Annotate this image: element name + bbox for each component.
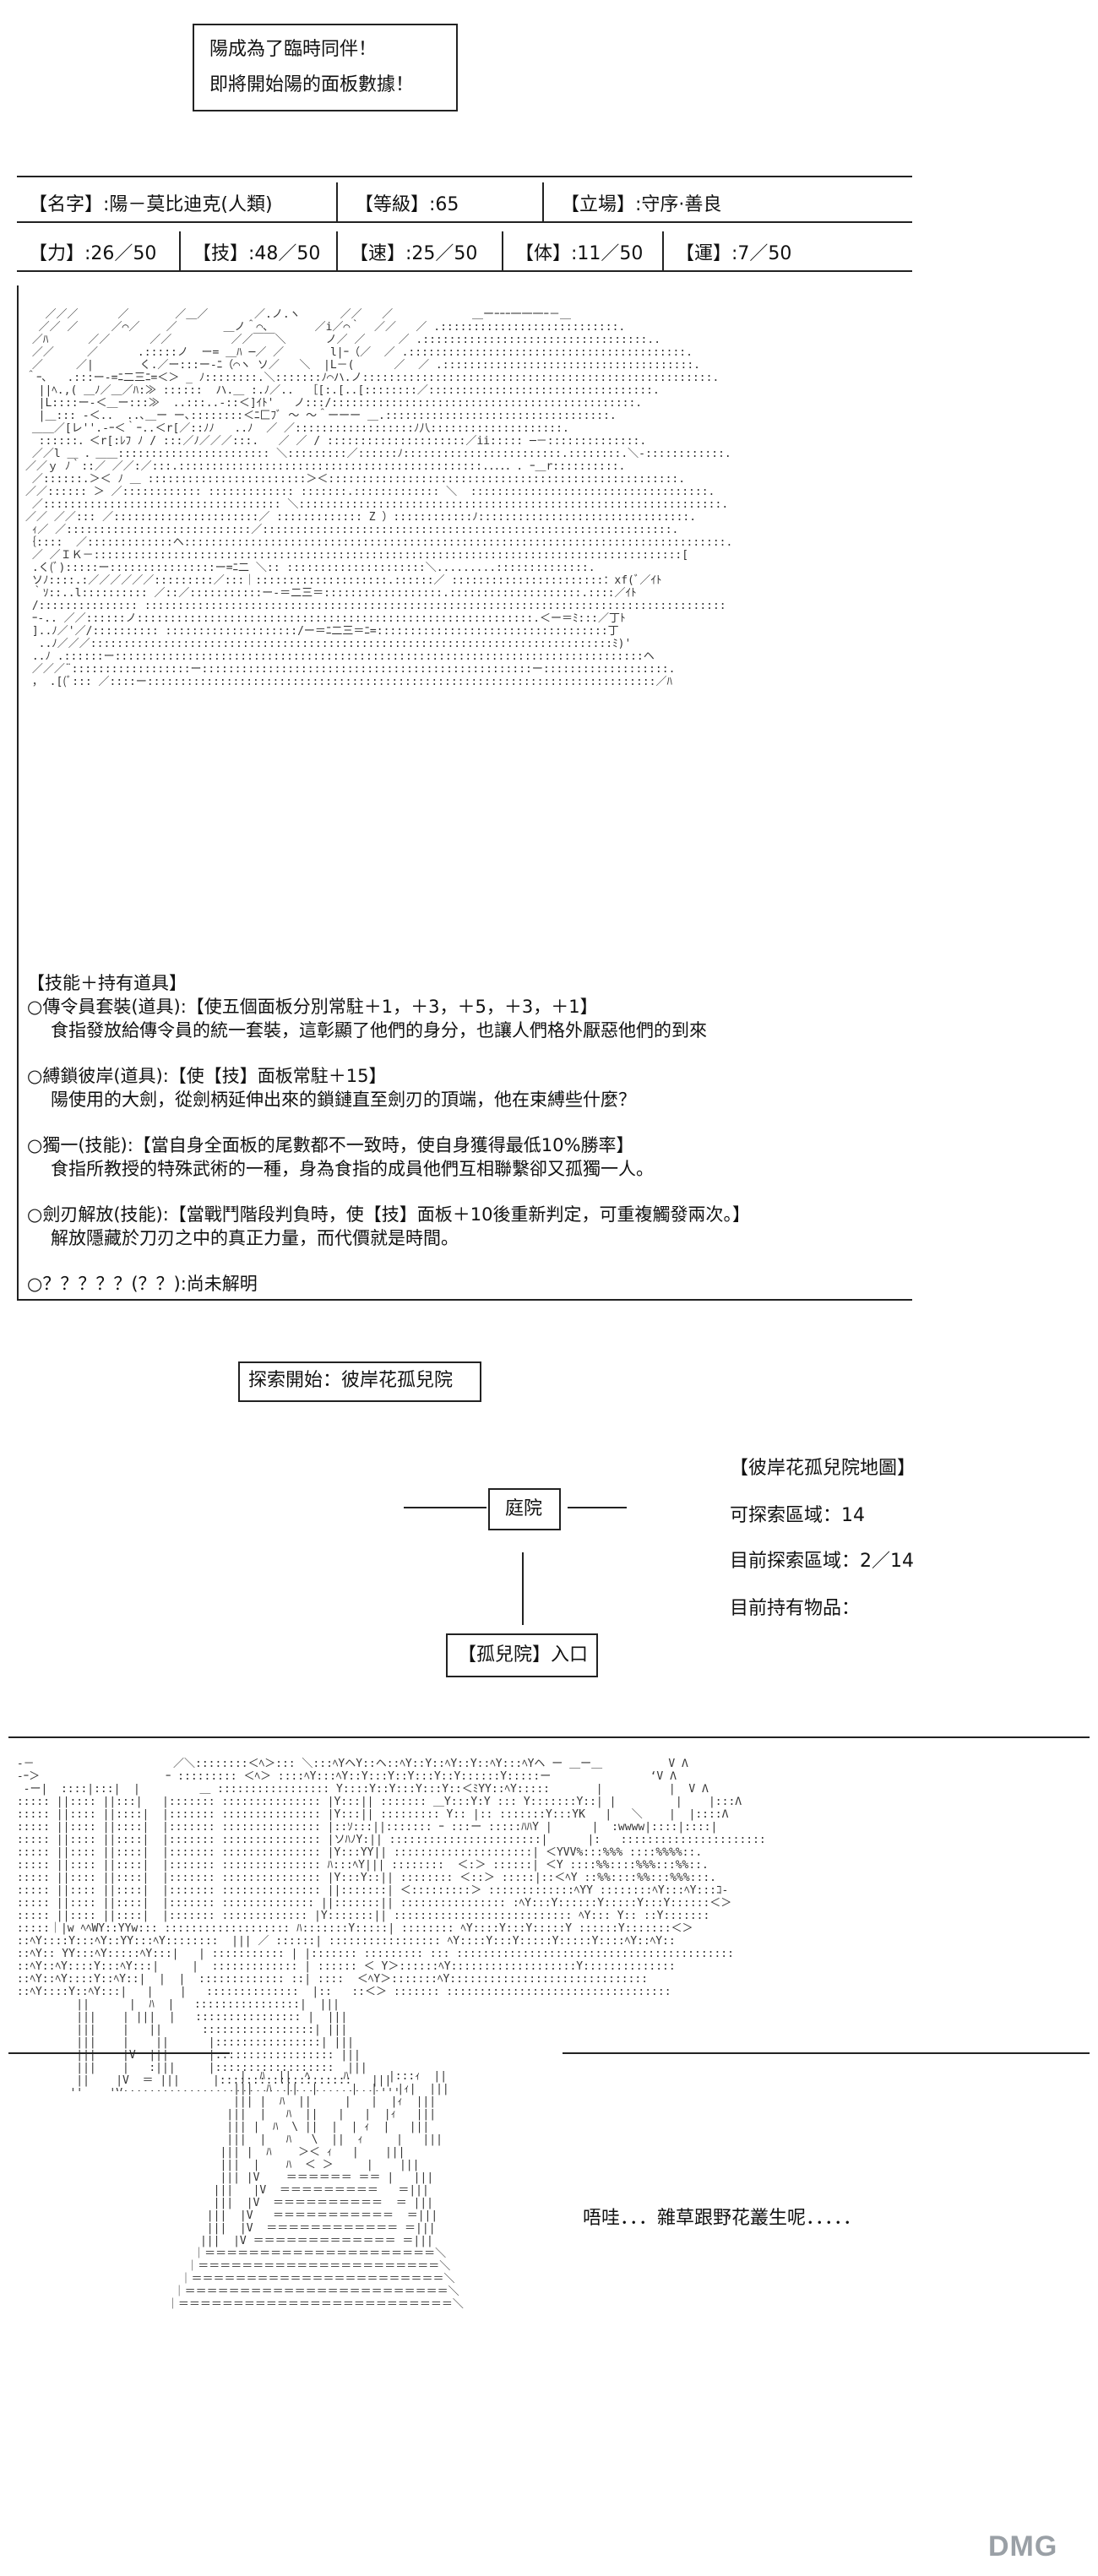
- skills-section: 【技能＋持有道具】 ○傳令員套裝(道具):【使五個面板分別常駐＋1，＋3，＋5，…: [27, 971, 914, 1296]
- skill-3-desc: 食指所教授的特殊武術的一種，身為食指的成員他們互相聯繫卻又孤獨一人。: [51, 1159, 654, 1179]
- profile-sep-2: [542, 182, 544, 221]
- character-ascii-art: ／／／ ／ ／＿／ ／.ノ.ヽ ／／ ／ ＿ーｰｰｰ一一一ｰ－＿ ／／ ／ ／⌒…: [25, 308, 733, 688]
- stat-speed: 【速】:25／50: [350, 243, 478, 264]
- map-info-items: 目前持有物品：: [730, 1598, 861, 1619]
- profile-sep-1: [336, 182, 338, 221]
- dialogue-line: 唔哇．．．雜草跟野花叢生呢．．．．．: [583, 2208, 862, 2229]
- explore-start-label: 探索開始：彼岸花孤兒院: [248, 1370, 454, 1391]
- stat-skill: 【技】:48／50: [193, 243, 321, 264]
- profile-level: 【等級】:65: [355, 194, 459, 215]
- skill-3-title: ○獨一(技能):【當自身全面板的尾數都不一致時，使自身獲得最低10%勝率】: [27, 1135, 634, 1155]
- intro-line-2: 即將開始陽的面板數據！: [209, 74, 415, 95]
- map-node-entrance: 【孤兒院】入口: [446, 1633, 598, 1677]
- orphanage-ascii-art: ‐－ ／＼::::::::＜ﾍ＞::: ＼:::ﾍYヘY::ヘ::ﾍY::Y::…: [16, 1758, 766, 2091]
- art-frame-left: [17, 285, 19, 1299]
- orphanage-ascii-art-lower: | ﾊ || ﾍ ﾊ |:::ｨ || ||| ﾊ || | | | |ｨ| |…: [166, 2070, 464, 2311]
- map-node-courtyard-label: 庭院: [505, 1498, 543, 1519]
- intro-box: 陽成為了臨時同伴！ 即將開始陽的面板數據！: [193, 24, 458, 111]
- stat-luck: 【運】:7／50: [676, 243, 792, 264]
- scene-mid-border: [8, 2052, 230, 2054]
- profile-name: 【名字】:陽－莫比迪克(人類): [29, 194, 273, 215]
- stats-sep-4: [662, 231, 664, 270]
- stats-sep-2: [336, 231, 338, 270]
- map-info-explored: 目前探索區域：2／14: [730, 1551, 914, 1572]
- stats-sep-3: [502, 231, 503, 270]
- stats-underline: [17, 270, 912, 272]
- skill-5-title: ○？？？？？(？？):尚未解明: [27, 1274, 258, 1294]
- map-info-explorable: 可探索區域：14: [730, 1505, 865, 1526]
- profile-top-divider: [17, 176, 912, 177]
- scene-mid-border-right: [563, 2052, 1090, 2054]
- profile-underline: [17, 221, 912, 223]
- skill-4-title: ○劍刃解放(技能):【當戰鬥階段判負時，使【技】面板＋10後重新判定，可重複觸發…: [27, 1204, 751, 1225]
- stat-power: 【力】:26／50: [29, 243, 157, 264]
- stat-body: 【体】:11／50: [515, 243, 644, 264]
- skill-1-title: ○傳令員套裝(道具):【使五個面板分別常駐＋1，＋3，＋5，＋3，＋1】: [27, 997, 598, 1017]
- map-info-title: 【彼岸花孤兒院地圖】: [730, 1458, 916, 1479]
- skill-2-title: ○縛鎖彼岸(道具):【使【技】面板常駐＋15】: [27, 1066, 387, 1086]
- map-line-left: [404, 1507, 486, 1508]
- skills-bottom-divider: [17, 1299, 912, 1301]
- skill-2-desc: 陽使用的大劍，從劍柄延伸出來的鎖鏈直至劍刃的頂端，他在束縛些什麼？: [51, 1090, 636, 1110]
- profile-stance: 【立場】:守序·善良: [561, 194, 722, 215]
- skills-header: 【技能＋持有道具】: [27, 973, 187, 993]
- explore-start-box: 探索開始：彼岸花孤兒院: [238, 1361, 481, 1402]
- stats-sep-1: [179, 231, 181, 270]
- scene-top-border: [8, 1736, 1090, 1738]
- map-node-entrance-label: 【孤兒院】入口: [458, 1644, 589, 1666]
- dmg-logo-watermark: DMG: [988, 2530, 1058, 2562]
- intro-line-1: 陽成為了臨時同伴！: [209, 39, 378, 60]
- map-node-courtyard: 庭院: [488, 1488, 561, 1530]
- map-line-down: [522, 1552, 524, 1625]
- skill-4-desc: 解放隱藏於刀刃之中的真正力量，而代價就是時間。: [51, 1228, 459, 1248]
- skill-1-desc: 食指發放給傳令員的統一套裝，這彰顯了他們的身分，也讓人們格外厭惡他們的到來: [51, 1020, 707, 1041]
- map-line-right: [568, 1507, 627, 1508]
